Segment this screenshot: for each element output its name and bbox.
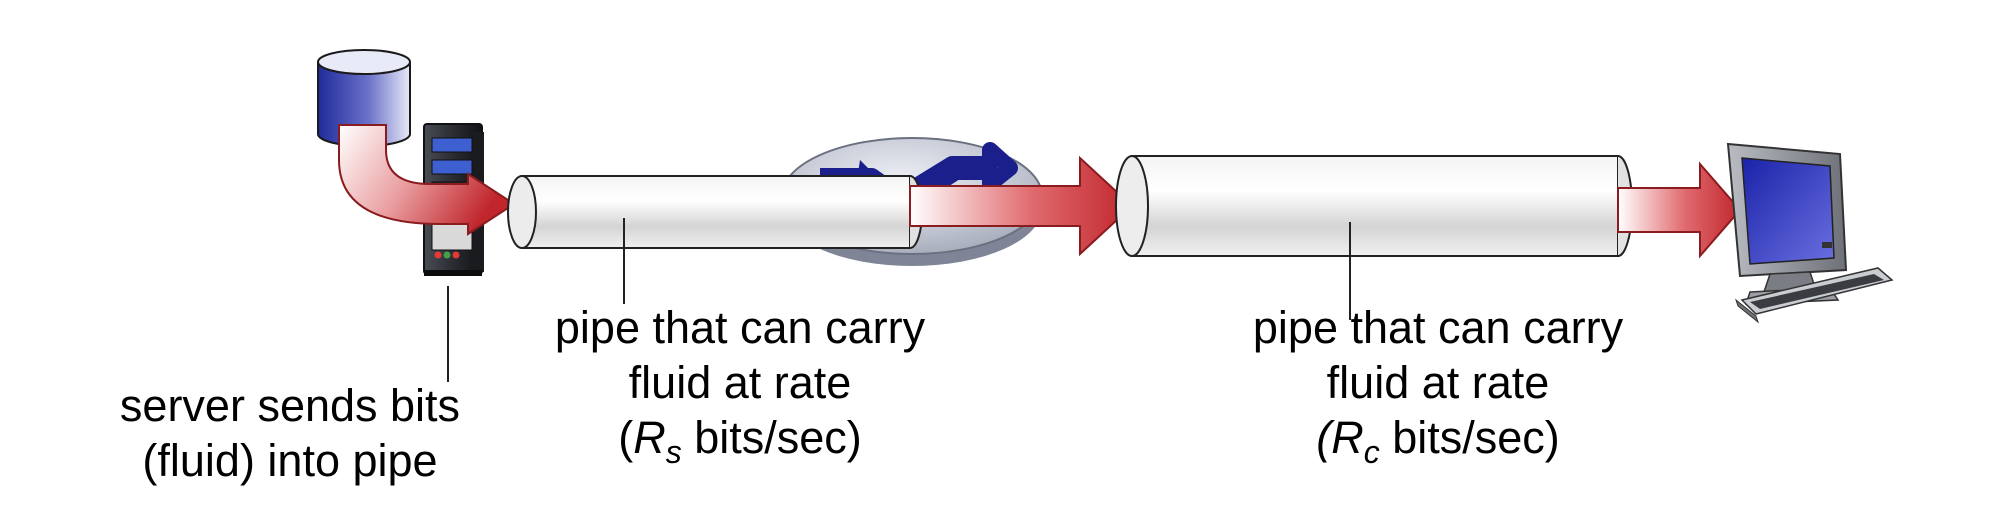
pipe-left-rate-unit: bits/sec) [681, 412, 862, 463]
server-label-line2: (fluid) into pipe [142, 435, 438, 486]
pipe-right-rate-open: ( [1316, 412, 1332, 463]
right-arrow [1617, 161, 1742, 259]
pipe-left-rate: (Rs bits/sec) [530, 410, 950, 468]
pipe-right-rate-symbol: Rc [1331, 412, 1380, 468]
pipe-left-rate-subscript: s [665, 434, 682, 470]
server-label-line1: server sends bits [119, 380, 461, 431]
pipe-left-label: pipe that can carry fluid at rate (Rs bi… [530, 300, 950, 468]
pipe-right-rate-letter: R [1331, 412, 1364, 463]
pipe-left-rate-letter: R [633, 412, 666, 463]
middle-arrow [909, 155, 1134, 257]
pipe-right-rate: (Rc bits/sec) [1228, 410, 1648, 468]
bent-arrow [338, 124, 516, 236]
pipe-right [1115, 155, 1633, 257]
pipe-right-rate-subscript: c [1363, 434, 1380, 470]
pipe-left-rate-open: ( [618, 412, 634, 463]
pipe-left-rate-symbol: Rs [633, 412, 682, 468]
pipe-left-label-line2: fluid at rate [628, 357, 852, 408]
pipe-right-label-line1: pipe that can carry [1252, 302, 1624, 353]
pipe-left-label-line1: pipe that can carry [554, 302, 926, 353]
server-label: server sends bits (fluid) into pipe [90, 378, 490, 488]
pipe-right-label-line2: fluid at rate [1326, 357, 1550, 408]
pipe-right-rate-unit: bits/sec) [1379, 412, 1560, 463]
pipe-right-label: pipe that can carry fluid at rate (Rc bi… [1228, 300, 1648, 468]
desktop-computer-icon [1726, 142, 1894, 324]
pipe-left [507, 175, 923, 249]
